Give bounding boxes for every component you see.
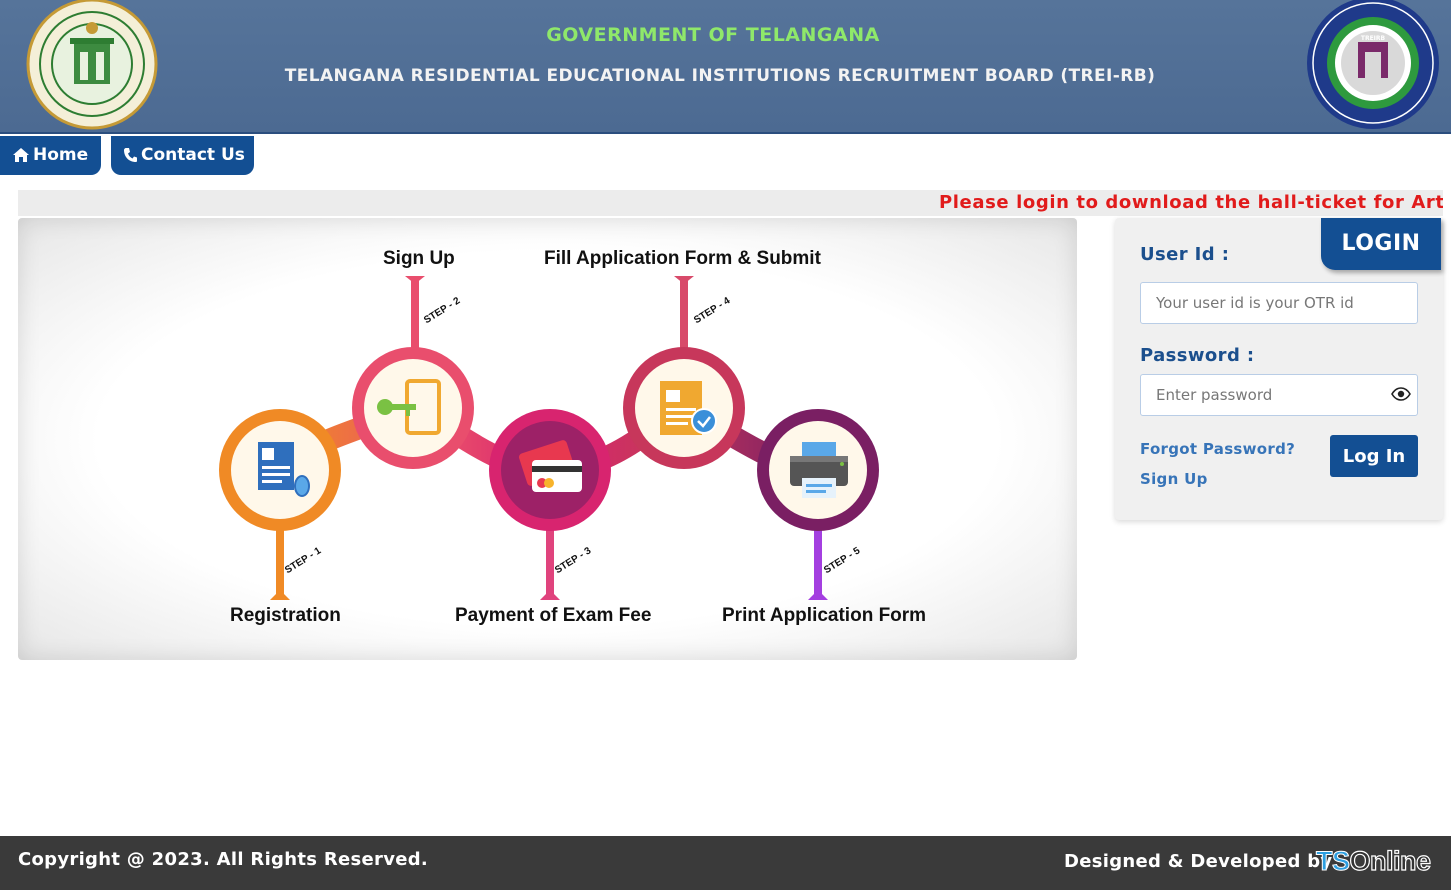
sign-up-link[interactable]: Sign Up — [1140, 470, 1208, 488]
site-footer: Copyright @ 2023. All Rights Reserved. D… — [0, 836, 1451, 890]
log-in-button[interactable]: Log In — [1330, 435, 1418, 477]
announcement-marquee[interactable]: Please login to download the hall-ticket… — [18, 190, 1443, 216]
user-id-label: User Id : — [1140, 244, 1230, 265]
document-check-icon — [660, 381, 717, 435]
step-3-label: Payment of Exam Fee — [455, 605, 652, 626]
step-1-label: Registration — [230, 605, 341, 626]
application-steps-panel: Registration Sign Up Payment of Exam Fee… — [18, 218, 1077, 660]
board-title: TELANGANA RESIDENTIAL EDUCATIONAL INSTIT… — [284, 66, 1156, 86]
nav-home-button[interactable]: Home — [0, 136, 101, 175]
credit-card-icon — [519, 440, 582, 492]
government-title: GOVERNMENT OF TELANGANA — [546, 24, 880, 46]
login-panel: LOGIN User Id : Password : Forgot Passwo… — [1115, 218, 1443, 520]
site-header: GOVERNMENT OF TELANGANA TELANGANA RESIDE… — [0, 0, 1451, 134]
tsonline-logo-online: Online — [1349, 845, 1432, 876]
step-1-stem — [270, 518, 290, 600]
nav-contact-label: Contact Us — [141, 145, 245, 165]
password-input[interactable] — [1140, 374, 1418, 416]
nav-contact-button[interactable]: Contact Us — [111, 136, 254, 175]
printer-icon — [790, 442, 848, 498]
steps-infographic — [219, 276, 879, 600]
step-2-label: Sign Up — [383, 248, 455, 269]
eye-icon[interactable] — [1391, 387, 1411, 401]
login-tab: LOGIN — [1321, 218, 1441, 270]
step-4-label: Fill Application Form & Submit — [544, 248, 821, 269]
application-form-icon — [258, 442, 310, 497]
copyright-text: Copyright @ 2023. All Rights Reserved. — [18, 849, 429, 870]
nav-home-label: Home — [33, 145, 89, 165]
user-id-input[interactable] — [1140, 282, 1418, 324]
home-icon — [13, 148, 29, 162]
step-2-stem — [405, 276, 425, 350]
forgot-password-link[interactable]: Forgot Password? — [1140, 440, 1296, 458]
password-label: Password : — [1140, 345, 1255, 366]
designed-by-text: Designed & Developed by — [1064, 851, 1333, 872]
treirb-logo-text: TREIRB — [1361, 35, 1386, 42]
telangana-state-emblem-icon — [26, 0, 158, 130]
treirb-emblem-icon: TREIRB — [1307, 0, 1439, 129]
tsonline-logo[interactable]: TSOnline — [1316, 845, 1432, 877]
key-login-icon — [377, 379, 441, 435]
step-5-stem — [808, 518, 828, 600]
tsonline-logo-ts: TS — [1316, 846, 1351, 877]
announcement-text: Please login to download the hall-ticket… — [939, 192, 1443, 213]
step-3-stem — [540, 518, 560, 600]
phone-icon — [124, 148, 137, 162]
step-5-label: Print Application Form — [722, 605, 927, 626]
step-4-stem — [674, 276, 694, 350]
